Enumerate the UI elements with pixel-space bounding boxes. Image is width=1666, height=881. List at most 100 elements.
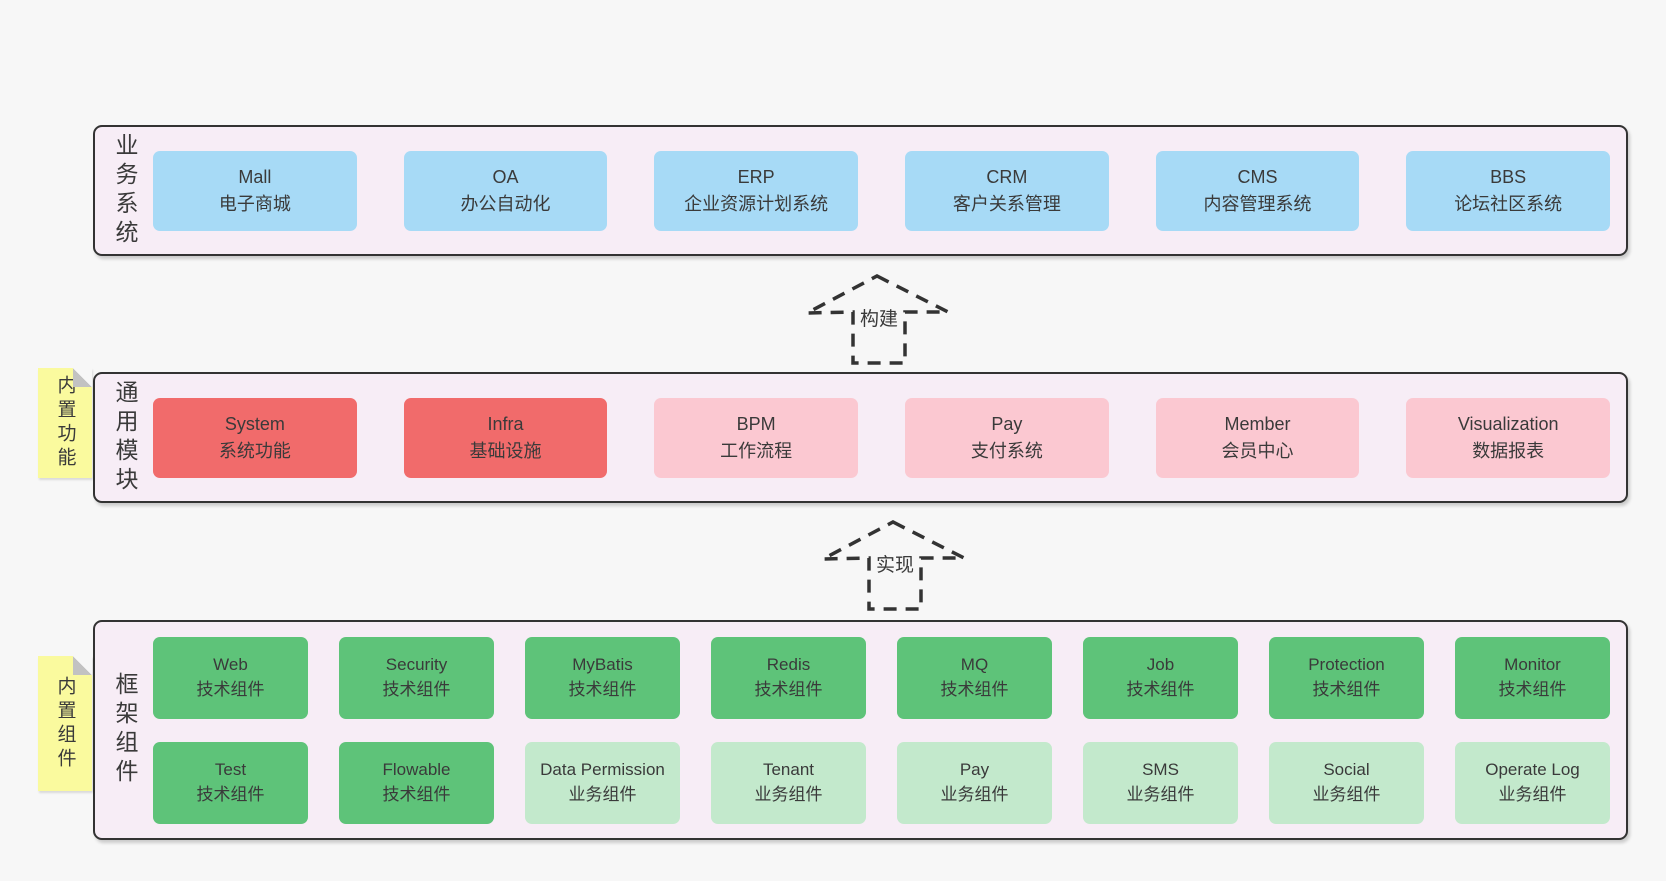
box-title: Pay <box>991 413 1023 434</box>
box-flowable: Flowable 技术组件 <box>339 741 494 824</box>
box-title: BBS <box>1490 166 1527 187</box>
box-subtitle: 技术组件 <box>196 679 265 699</box>
box-subtitle: 客户关系管理 <box>952 193 1061 214</box>
box-title: Security <box>385 655 448 675</box>
box-subtitle: 技术组件 <box>382 679 451 699</box>
sticky-fold-icon <box>73 656 92 675</box>
box-title: Mall <box>238 166 272 187</box>
box-subtitle: 业务组件 <box>940 784 1009 804</box>
band-components-label: 框架组件 <box>112 672 138 788</box>
box-subtitle: 技术组件 <box>940 679 1009 699</box>
box-subtitle: 业务组件 <box>568 784 637 804</box>
sticky-note-builtin-features: 内置功能 <box>38 368 92 478</box>
box-title: MyBatis <box>572 655 633 675</box>
box-member: Member 会员中心 <box>1155 397 1360 478</box>
box-redis: Redis 技术组件 <box>711 636 866 719</box>
box-subtitle: 支付系统 <box>970 440 1043 461</box>
band-framework-components: 框架组件 Web 技术组件 Security 技术组件 MyBatis 技术组件… <box>93 620 1628 840</box>
box-subtitle: 技术组件 <box>1312 679 1381 699</box>
box-title: CMS <box>1237 166 1278 187</box>
box-title: MQ <box>960 655 989 675</box>
box-title: System <box>224 413 285 434</box>
business-box-row: Mall 电子商城 OA 办公自动化 ERP 企业资源计划系统 CRM 客户关系… <box>153 127 1611 254</box>
box-subtitle: 基础设施 <box>469 440 542 461</box>
box-operate-log: Operate Log 业务组件 <box>1455 741 1610 824</box>
components-row-2: Test 技术组件 Flowable 技术组件 Data Permission … <box>153 741 1610 824</box>
box-subtitle: 企业资源计划系统 <box>684 193 829 214</box>
box-visualization: Visualization 数据报表 <box>1406 397 1611 478</box>
box-subtitle: 数据报表 <box>1472 440 1545 461</box>
box-title: OA <box>492 166 519 187</box>
box-subtitle: 会员中心 <box>1221 440 1294 461</box>
box-title: ERP <box>737 166 775 187</box>
box-title: Redis <box>766 655 811 675</box>
box-cms: CMS 内容管理系统 <box>1155 150 1360 231</box>
arrow-label-bg <box>872 552 918 577</box>
box-subtitle: 技术组件 <box>1126 679 1195 699</box>
box-subtitle: 业务组件 <box>754 784 823 804</box>
components-row-1: Web 技术组件 Security 技术组件 MyBatis 技术组件 Redi… <box>153 636 1610 719</box>
box-oa: OA 办公自动化 <box>403 150 608 231</box>
box-subtitle: 业务组件 <box>1312 784 1381 804</box>
box-title: Visualization <box>1457 413 1559 434</box>
box-bpm: BPM 工作流程 <box>654 397 859 478</box>
box-subtitle: 业务组件 <box>1498 784 1567 804</box>
box-title: Protection <box>1308 655 1385 675</box>
box-data-permission: Data Permission 业务组件 <box>525 741 680 824</box>
box-subtitle: 论坛社区系统 <box>1454 193 1563 214</box>
band-business-systems: 业务系统 Mall 电子商城 OA 办公自动化 ERP 企业资源计划系统 CRM… <box>93 125 1628 256</box>
box-title: Test <box>214 760 247 780</box>
box-bbs: BBS 论坛社区系统 <box>1406 150 1611 231</box>
box-title: Operate Log <box>1485 760 1580 780</box>
box-title: Flowable <box>382 760 451 780</box>
build-arrow-label: 构建 <box>860 308 898 330</box>
components-rows: Web 技术组件 Security 技术组件 MyBatis 技术组件 Redi… <box>153 622 1610 838</box>
box-tenant: Tenant 业务组件 <box>711 741 866 824</box>
box-title: SMS <box>1142 760 1179 780</box>
arrow-outline <box>806 274 949 365</box>
box-title: Data Permission <box>540 760 665 780</box>
box-subtitle: 办公自动化 <box>460 193 551 214</box>
box-mq: MQ 技术组件 <box>897 636 1052 719</box>
arrow-outline <box>822 520 965 611</box>
box-title: Pay <box>959 760 990 780</box>
box-title: Infra <box>487 413 524 434</box>
box-subtitle: 技术组件 <box>1498 679 1567 699</box>
box-system: System 系统功能 <box>153 397 357 478</box>
box-title: BPM <box>736 413 776 434</box>
box-job: Job 技术组件 <box>1083 636 1238 719</box>
box-subtitle: 工作流程 <box>720 440 793 461</box>
box-subtitle: 技术组件 <box>382 784 451 804</box>
implement-arrow-icon: 实现 <box>822 520 965 611</box>
box-subtitle: 内容管理系统 <box>1203 193 1312 214</box>
implement-arrow-label: 实现 <box>876 554 914 576</box>
box-title: Social <box>1323 760 1370 780</box>
box-subtitle: 业务组件 <box>1126 784 1195 804</box>
box-subtitle: 技术组件 <box>568 679 637 699</box>
box-title: Monitor <box>1504 655 1561 675</box>
box-protection: Protection 技术组件 <box>1269 636 1424 719</box>
box-pay-system: Pay 支付系统 <box>905 397 1109 478</box>
box-subtitle: 技术组件 <box>196 784 265 804</box>
box-security: Security 技术组件 <box>339 636 494 719</box>
band-business-label: 业务系统 <box>112 132 138 249</box>
band-modules-label: 通用模块 <box>112 379 138 496</box>
box-subtitle: 电子商城 <box>218 193 291 214</box>
box-erp: ERP 企业资源计划系统 <box>654 150 859 231</box>
modules-box-row: System 系统功能 Infra 基础设施 BPM 工作流程 Pay 支付系统… <box>153 374 1611 501</box>
band-common-modules: 通用模块 System 系统功能 Infra 基础设施 BPM 工作流程 Pay… <box>93 372 1628 503</box>
box-subtitle: 技术组件 <box>754 679 823 699</box>
box-crm: CRM 客户关系管理 <box>905 150 1109 231</box>
box-social: Social 业务组件 <box>1269 741 1424 824</box>
box-title: CRM <box>986 166 1028 187</box>
box-mybatis: MyBatis 技术组件 <box>525 636 680 719</box>
box-title: Job <box>1146 655 1175 675</box>
sticky-note-builtin-components: 内置组件 <box>38 656 92 791</box>
arrow-label-bg <box>856 306 902 331</box>
sticky-fold-icon <box>73 368 92 387</box>
box-mall: Mall 电子商城 <box>153 150 357 231</box>
box-title: Web <box>213 655 248 675</box>
box-monitor: Monitor 技术组件 <box>1455 636 1610 719</box>
box-subtitle: 系统功能 <box>218 440 291 461</box>
